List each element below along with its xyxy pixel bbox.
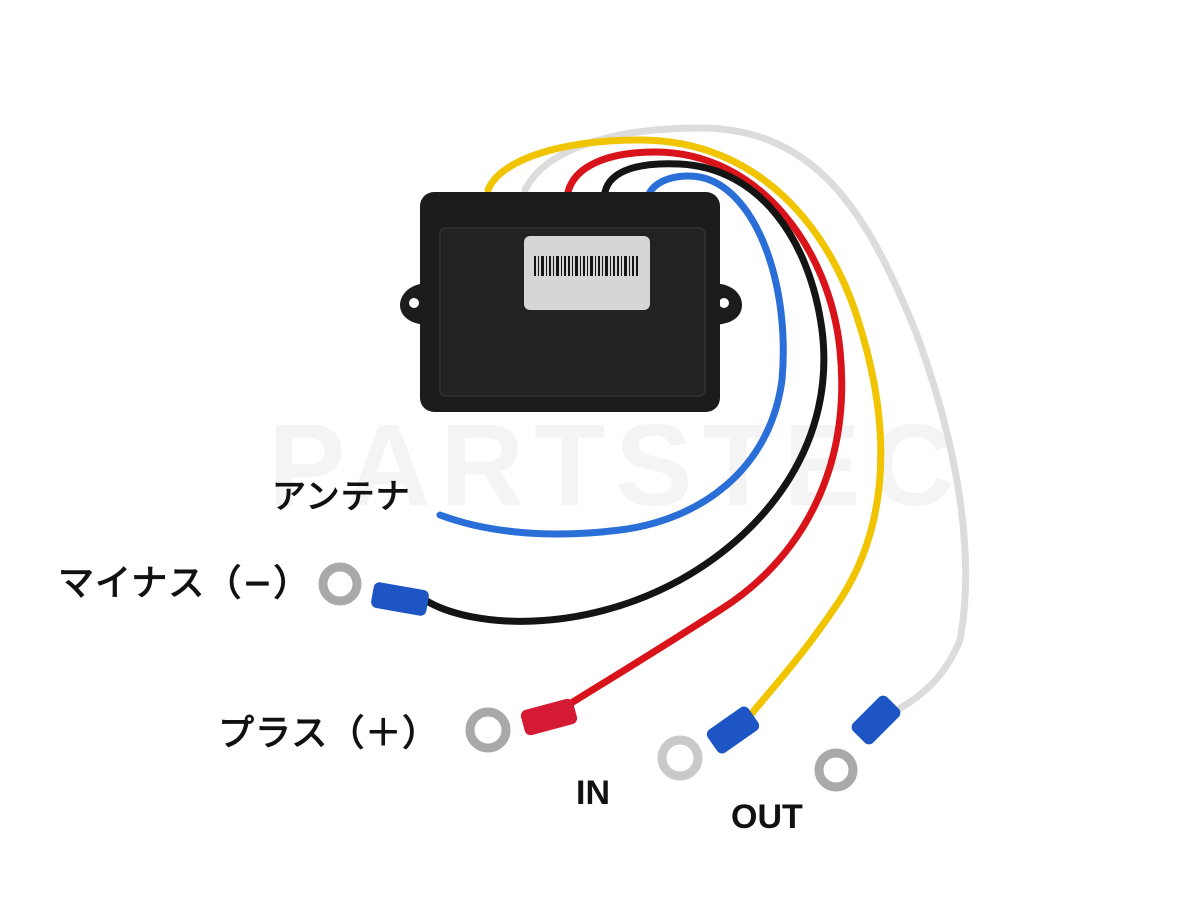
- out-terminal: [814, 695, 901, 792]
- in-ring-terminal: [657, 735, 703, 781]
- in-label: IN: [576, 774, 610, 812]
- black-wire: [421, 160, 828, 625]
- in-terminal: [657, 706, 760, 781]
- plus-ring-terminal: [465, 707, 511, 753]
- minus-terminal: [318, 562, 429, 616]
- in-connector-sleeve: [706, 706, 760, 754]
- plus-terminal: [465, 698, 578, 753]
- plus-connector-sleeve: [520, 698, 578, 736]
- minus-ring-terminal: [318, 562, 362, 606]
- antenna-label: アンテナ: [272, 477, 411, 517]
- plus-label: プラス（＋）: [218, 713, 440, 754]
- red-wire: [556, 148, 846, 714]
- out-connector-sleeve: [851, 695, 901, 745]
- barcode: [534, 256, 638, 276]
- controller-box: [400, 192, 742, 412]
- white-wire: [521, 124, 970, 724]
- out-ring-terminal: [814, 748, 858, 792]
- yellow-wire: [484, 136, 885, 726]
- antenna-wire: [436, 172, 787, 538]
- minus-connector-sleeve: [371, 582, 429, 616]
- out-label: OUT: [731, 798, 803, 836]
- minus-label: マイナス（−）: [58, 563, 311, 604]
